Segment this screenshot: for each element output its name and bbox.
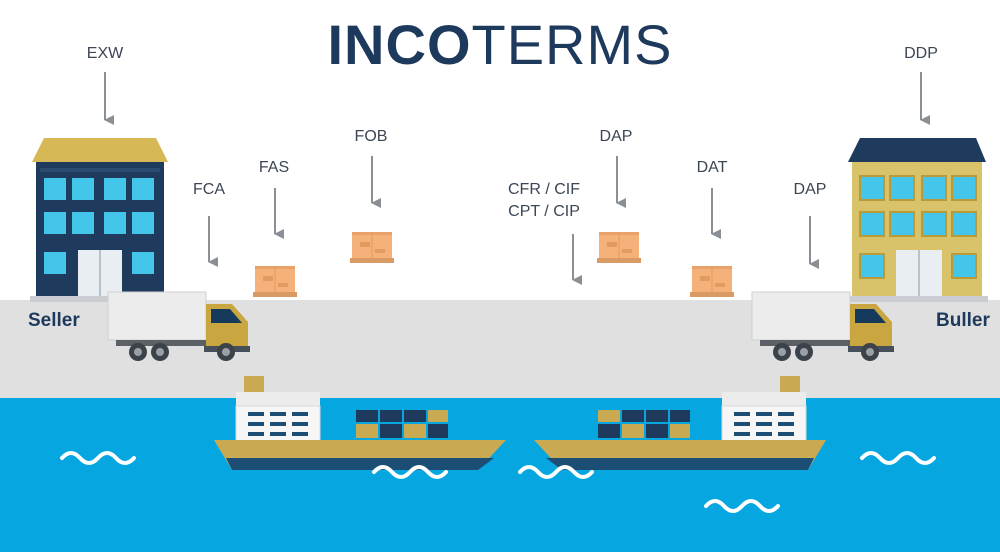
term-dap-land: DAP (793, 181, 827, 198)
term-fas: FAS (258, 159, 290, 176)
term-cpt-cip: CPT / CIP (508, 203, 580, 220)
cargo-box-icon (689, 265, 735, 298)
buyer-ship-icon (534, 376, 826, 470)
term-cfr-cif: CFR / CIF (508, 181, 580, 198)
seller-building-icon (30, 138, 170, 302)
term-dat: DAT (696, 159, 728, 176)
title-light: TERMS (471, 13, 673, 76)
cargo-box-icon (596, 231, 642, 264)
term-fob: FOB (354, 128, 388, 145)
seller-ship-icon (214, 376, 506, 470)
buyer-label: Buller (936, 310, 990, 331)
cargo-box-icon (349, 231, 395, 264)
seller-label: Seller (28, 310, 80, 331)
term-ddp: DDP (904, 45, 938, 62)
buyer-building-icon (848, 138, 988, 302)
sea (0, 398, 1000, 552)
term-fca: FCA (193, 181, 225, 198)
page-title: INCOTERMS (0, 12, 1000, 77)
title-bold: INCO (327, 13, 472, 76)
cargo-box-icon (252, 265, 298, 298)
term-exw: EXW (86, 45, 124, 62)
term-dap-sea: DAP (599, 128, 633, 145)
